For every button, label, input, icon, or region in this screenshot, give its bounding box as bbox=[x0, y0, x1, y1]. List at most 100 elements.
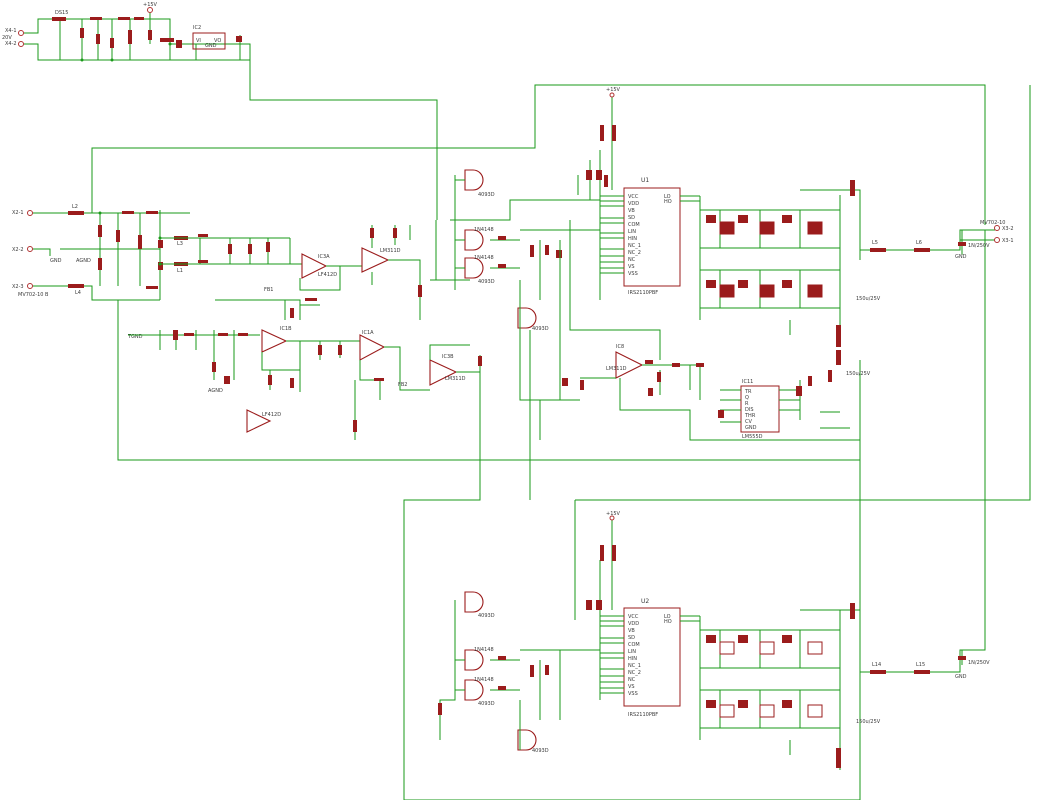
ic1b-opamp[interactable] bbox=[261, 329, 288, 353]
u2-vcc-terminal[interactable] bbox=[609, 515, 615, 521]
fb2-label: FB2 bbox=[398, 382, 408, 388]
ch2-gate3-part: 4093D bbox=[478, 701, 495, 707]
l1-label: L1 bbox=[177, 268, 183, 274]
u2-pin-hin: HIN bbox=[628, 656, 637, 662]
ic3a-opamp[interactable] bbox=[301, 253, 328, 279]
u2-part: IRS2110PBF bbox=[628, 712, 658, 718]
out-gnd2-label: GND bbox=[955, 674, 967, 680]
l2-label: L2 bbox=[72, 204, 78, 210]
l14-choke[interactable] bbox=[870, 670, 886, 674]
ch1-cap2-label: 150u/25V bbox=[846, 371, 871, 377]
x4-1-connector[interactable] bbox=[18, 30, 24, 36]
ds15-diode[interactable] bbox=[52, 17, 66, 21]
agnd-label: AGND bbox=[76, 258, 91, 264]
ch2-nand-gate-3[interactable] bbox=[464, 679, 484, 701]
u2-pin-vcc: VCC bbox=[628, 614, 639, 620]
u1-part: IRS2110PBF bbox=[628, 290, 658, 296]
ch2-diode-1-label: 1N4148 bbox=[474, 647, 494, 653]
x4-2-connector[interactable] bbox=[18, 41, 24, 47]
lf412d-part: LF412D bbox=[262, 412, 281, 418]
input-section: X2-1 X2-2 X2-3 MV702-10 B GND AGND L2 L4… bbox=[12, 84, 986, 301]
x2-1-label: X2-1 bbox=[12, 210, 24, 216]
nand-gate-4[interactable] bbox=[517, 307, 537, 329]
l6-choke[interactable] bbox=[914, 248, 930, 252]
ds15-label: DS15 bbox=[55, 10, 68, 16]
ic1b-label: IC1B bbox=[280, 326, 292, 332]
ch2-gate4-part: 4093D bbox=[532, 748, 549, 754]
lm311-comparator[interactable] bbox=[361, 247, 390, 273]
ic11-label: IC11 bbox=[742, 379, 753, 385]
u1-pin-vb: VB bbox=[628, 208, 635, 214]
u1-driver-chip[interactable] bbox=[623, 187, 681, 287]
ic11-pin-tr: TR bbox=[744, 389, 752, 395]
x3-1-label: X3-1 bbox=[1002, 238, 1014, 244]
ic2-regulator[interactable] bbox=[192, 32, 226, 50]
ic2-vo: VO bbox=[214, 38, 221, 44]
ic11-pin-r: R bbox=[745, 401, 749, 407]
ic2-vi: VI bbox=[196, 38, 201, 44]
ic3b-label: IC3B bbox=[442, 354, 454, 360]
output-section: X3-2 X3-1 MV702-10 1N/250V GND 1N/250V G… bbox=[955, 220, 1014, 680]
u1-label: U1 bbox=[641, 177, 649, 184]
l3-label: L3 bbox=[177, 241, 183, 247]
l4-choke[interactable] bbox=[68, 284, 84, 288]
u2-pin-nc-2: NC_2 bbox=[628, 670, 641, 676]
ic1a-opamp[interactable] bbox=[359, 334, 386, 361]
u1-pin-vdd: VDD bbox=[628, 201, 639, 207]
supply-voltage-label: 20V bbox=[2, 35, 12, 41]
l4-label: L4 bbox=[75, 290, 81, 296]
channel-2-section: +15V 4093D 4093D 4093D 1N4148 1N4148 U2 … bbox=[438, 85, 1031, 770]
x2-3-label: X2-3 bbox=[12, 284, 24, 290]
ch2-nand-gate-2[interactable] bbox=[464, 649, 484, 671]
mv702-out-label: MV702-10 bbox=[980, 220, 1005, 226]
l5-label: L5 bbox=[872, 240, 878, 246]
ic3b-lf412-opamp[interactable] bbox=[246, 409, 272, 433]
gnd-label: GND bbox=[50, 258, 62, 264]
u1-pin-vss: VSS bbox=[628, 271, 638, 277]
nand-gate-3[interactable] bbox=[464, 257, 484, 279]
opamp-section: IC3A LF412D LM311D FB1 TGND AGND IC1B IC… bbox=[127, 225, 861, 800]
ch2-diode-2-label: 1N4148 bbox=[474, 677, 494, 683]
l2-choke[interactable] bbox=[68, 211, 84, 215]
u2-pin-lin: LIN bbox=[628, 649, 636, 655]
x3-1-connector[interactable] bbox=[994, 237, 1000, 243]
l5-choke[interactable] bbox=[870, 248, 886, 252]
x2-2-connector[interactable] bbox=[27, 246, 33, 252]
u1-vcc-terminal[interactable] bbox=[609, 92, 615, 98]
u1-pin-vs: VS bbox=[628, 264, 635, 270]
ch2-nand-gate-1[interactable] bbox=[464, 591, 484, 613]
ic11-pin-dis: DIS bbox=[745, 407, 754, 413]
l15-choke[interactable] bbox=[914, 670, 930, 674]
u2-out-pin-ho: HO bbox=[664, 619, 672, 625]
u1-pin-lin: LIN bbox=[628, 229, 636, 235]
nand-gate-2[interactable] bbox=[464, 229, 484, 251]
x2-1-connector[interactable] bbox=[27, 210, 33, 216]
cx-cap-label: 1N/250V bbox=[968, 243, 990, 249]
u1-pin-nc-2: NC_2 bbox=[628, 250, 641, 256]
ic11-pin-q: Q bbox=[745, 395, 749, 401]
u2-pin-com: COM bbox=[628, 642, 640, 648]
ic8-comparator[interactable] bbox=[615, 351, 644, 379]
u2-pin-nc: NC bbox=[628, 677, 636, 683]
ic3b-opamp[interactable] bbox=[429, 359, 458, 386]
u2-driver-chip[interactable] bbox=[623, 607, 681, 707]
plus15-terminal[interactable] bbox=[147, 7, 153, 13]
u2-pin-sd: SD bbox=[628, 635, 635, 641]
u1-out-pin-lo: LO bbox=[664, 194, 671, 200]
ic11-timer-chip[interactable] bbox=[740, 385, 780, 433]
u1-pin-nc-1: NC_1 bbox=[628, 243, 641, 249]
x2-2-label: X2-2 bbox=[12, 247, 24, 253]
x2-3-connector[interactable] bbox=[27, 283, 33, 289]
x3-2-connector[interactable] bbox=[994, 225, 1000, 231]
l14-label: L14 bbox=[872, 662, 881, 668]
u2-pin-vb: VB bbox=[628, 628, 635, 634]
x4-2-label: X4-2 bbox=[5, 41, 17, 47]
l6-label: L6 bbox=[916, 240, 922, 246]
u2-pin-nc-1: NC_1 bbox=[628, 663, 641, 669]
ch2-nand-gate-4[interactable] bbox=[517, 729, 537, 751]
ic11-pin-cv: CV bbox=[745, 419, 752, 425]
nand-gate-1[interactable] bbox=[464, 169, 484, 191]
agnd-opamp-label: AGND bbox=[208, 388, 223, 394]
